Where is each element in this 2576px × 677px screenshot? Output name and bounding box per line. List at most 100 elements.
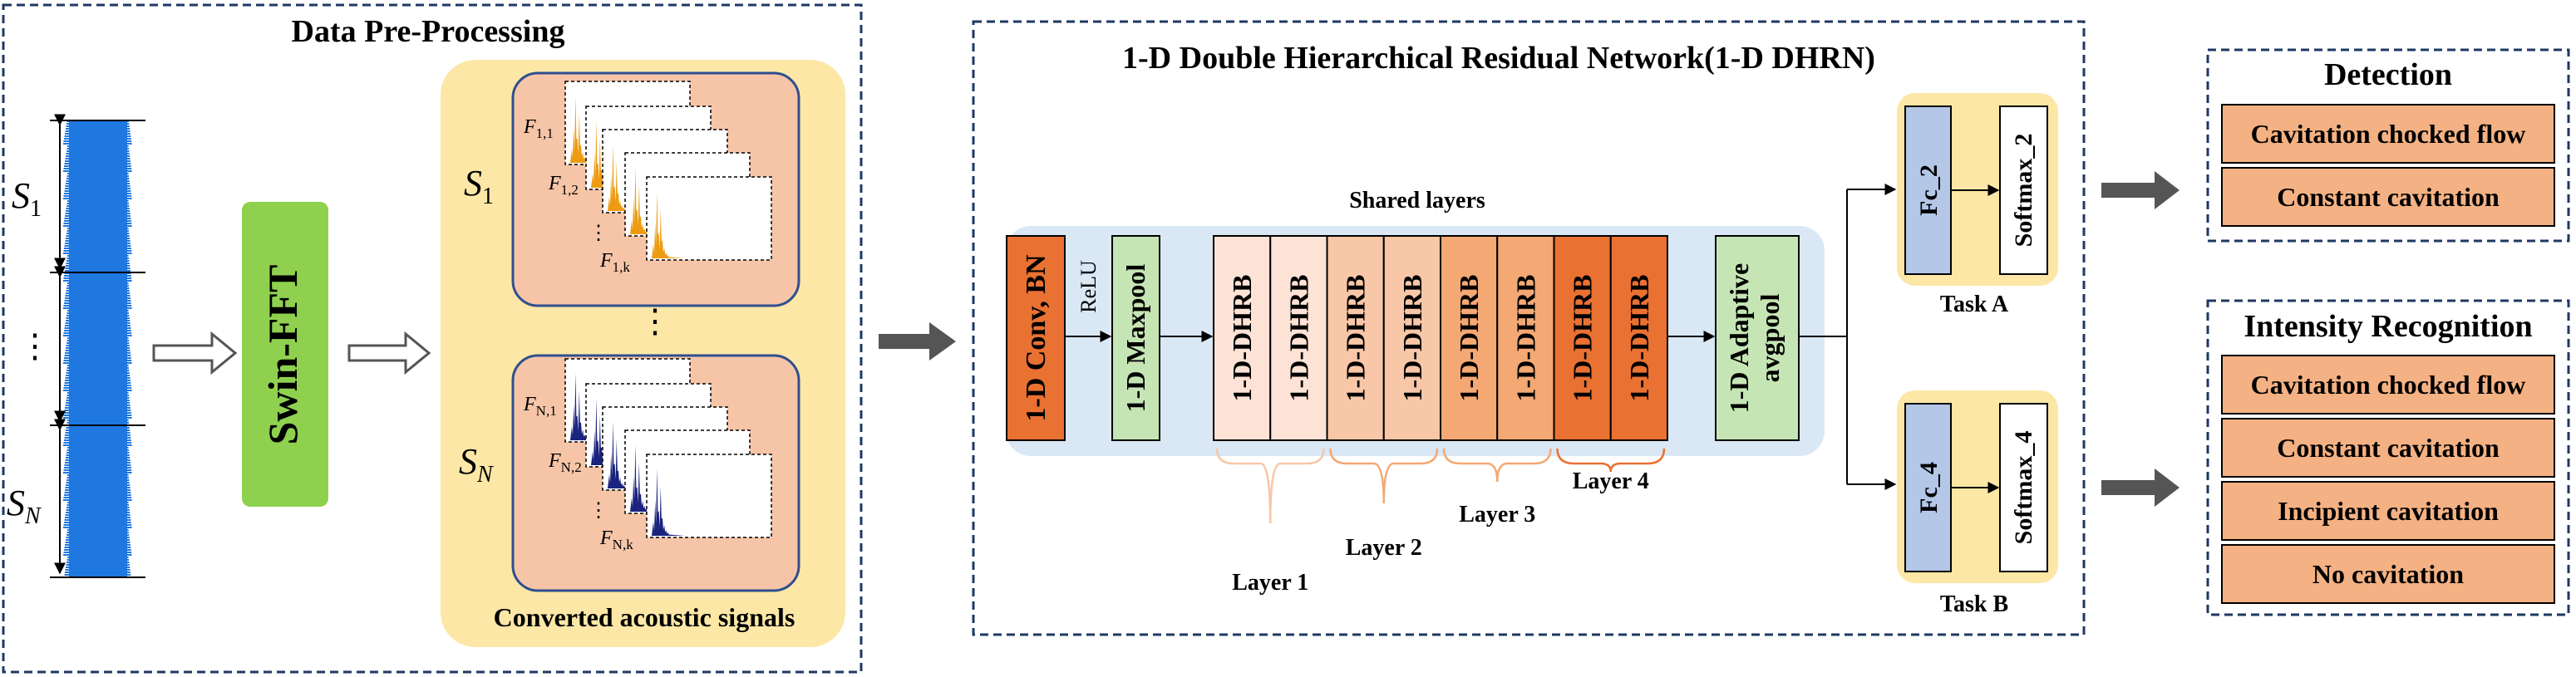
converted-caption: Converted acoustic signals — [494, 602, 795, 632]
task-b-group: Fc_4 Softmax_4 Task B — [1897, 390, 2058, 617]
fc4-block — [1904, 403, 1952, 572]
shared-layers-label: Shared layers — [1349, 188, 1485, 213]
bottom-spectrum — [652, 469, 685, 536]
fc2-label: Fc_2 — [1915, 164, 1943, 216]
raw-signal — [63, 120, 132, 577]
frame-group-top-label: S1 — [464, 163, 494, 209]
output-class-item: No cavitation — [2221, 544, 2555, 604]
top-spectrum — [591, 120, 624, 188]
adaptive-avgpool-block: 1-D Adaptive avgpool — [1715, 235, 1800, 441]
bottom-spectrum — [608, 421, 641, 488]
dhrb-label: 1-D-DHRB — [1397, 275, 1427, 402]
dhrb-block: 1-D-DHRB — [1496, 235, 1555, 441]
dhrb-label: 1-D-DHRB — [1283, 275, 1313, 402]
softmax4-block — [1999, 403, 2048, 572]
bottom-spectrum — [630, 444, 663, 512]
dhrb-block: 1-D-DHRB — [1440, 235, 1499, 441]
spectrum-frames-bottom: FN,1FN,2FN,k ⋮ — [523, 358, 772, 552]
preprocessing-title: Data Pre-Processing — [292, 14, 565, 49]
bottom-frame-label: FN,k — [599, 527, 633, 552]
dhrb-block: 1-D-DHRB — [1553, 235, 1612, 441]
top-frame-label: F1,2 — [548, 173, 579, 198]
fc2-block — [1904, 105, 1952, 275]
top-spectrum — [608, 144, 641, 211]
top-frame-label: F1,k — [599, 250, 630, 275]
segment-ellipsis: ⋮ — [18, 327, 52, 365]
layer-brace — [1329, 448, 1439, 504]
bottom-spectrum — [591, 398, 624, 465]
task-b-caption: Task B — [1940, 591, 2008, 617]
segment-label-first: S1 — [12, 175, 42, 222]
top-frame — [646, 176, 772, 261]
bottom-frame-label: FN,2 — [548, 450, 582, 475]
layer-label: Layer 4 — [1573, 469, 1649, 494]
layer-brace — [1215, 448, 1325, 524]
gray-arrow-to-intensity — [2101, 469, 2180, 507]
gray-arrow-to-detection — [2101, 171, 2180, 209]
dhrb-block: 1-D-DHRB — [1382, 235, 1441, 441]
hollow-arrow-1 — [152, 331, 238, 375]
preprocessing-panel: Data Pre-Processing S1 ⋮ SN Swin-FFT — [2, 3, 863, 674]
task-a-group: Fc_2 Softmax_2 Task A — [1897, 93, 2058, 317]
bottom-frame-label: FN,1 — [523, 394, 557, 419]
network-title: 1-D Double Hierarchical Residual Network… — [1122, 41, 1875, 76]
output-class-label: Constant cavitation — [2277, 182, 2500, 212]
dhrb-blocks: 1-D-DHRB 1-D-DHRB 1-D-DHRB 1-D-DHRB 1-D-DHRB… — [1213, 235, 1668, 441]
softmax4-label: Softmax_4 — [2010, 431, 2037, 545]
bottom-frame — [646, 454, 772, 538]
output-class-item: Cavitation chocked flow — [2221, 104, 2555, 164]
maxpool-block: 1-D Maxpool — [1111, 235, 1160, 441]
bottom-spectrum — [570, 373, 603, 440]
layer-label: Layer 3 — [1459, 502, 1535, 527]
output-class-label: Cavitation chocked flow — [2251, 119, 2526, 149]
detection-title: Detection — [2324, 57, 2452, 92]
output-class-item: Incipient cavitation — [2221, 481, 2555, 541]
dhrb-label: 1-D-DHRB — [1624, 275, 1654, 402]
output-class-item: Constant cavitation — [2221, 167, 2555, 227]
adaptive-avgpool-line1: 1-D Adaptive — [1724, 263, 1754, 413]
segment-dividers — [50, 120, 145, 578]
intensity-panel: Intensity Recognition Cavitation chocked… — [2206, 299, 2570, 616]
output-class-item: Cavitation chocked flow — [2221, 355, 2555, 415]
layer-label: Layer 1 — [1232, 570, 1308, 596]
frame-group-ellipsis: ⋮ — [638, 302, 672, 340]
task-branch-lines — [1799, 184, 1897, 490]
output-class-label: Constant cavitation — [2277, 433, 2500, 463]
output-class-label: Cavitation chocked flow — [2251, 370, 2526, 400]
dhrb-label: 1-D-DHRB — [1227, 275, 1257, 402]
bottom-frame-ellipsis: ⋮ — [589, 500, 608, 522]
dhrb-block: 1-D-DHRB — [1213, 235, 1272, 441]
gray-arrow-preproc-to-network — [879, 322, 956, 361]
softmax2-label: Softmax_2 — [2010, 134, 2037, 248]
spectrum-frames-top: F1,1F1,2F1,k⋮ — [523, 81, 772, 275]
dhrb-label: 1-D-DHRB — [1341, 275, 1371, 402]
layer-brace — [1442, 448, 1552, 483]
adaptive-avgpool-line2: avgpool — [1755, 294, 1785, 383]
swin-fft-block: Swin-FFT — [242, 202, 328, 507]
frame-group-bottom-label: SN — [459, 441, 494, 488]
top-frame-ellipsis: ⋮ — [589, 223, 608, 244]
segment-label-last: SN — [7, 483, 42, 529]
top-spectrum — [570, 96, 603, 163]
top-spectrum — [652, 191, 685, 258]
relu-label: ReLU — [1076, 260, 1101, 313]
output-class-label: No cavitation — [2312, 559, 2464, 589]
dhrb-block: 1-D-DHRB — [1326, 235, 1385, 441]
conv-bn-label: 1-D Conv, BN — [1021, 254, 1052, 422]
maxpool-label: 1-D Maxpool — [1121, 264, 1150, 413]
dhrb-label: 1-D-DHRB — [1568, 275, 1598, 402]
conv-bn-block: 1-D Conv, BN — [1006, 235, 1066, 441]
network-panel: 1-D Double Hierarchical Residual Network… — [972, 20, 2086, 636]
top-spectrum — [630, 167, 663, 234]
hollow-arrow-2 — [347, 331, 431, 375]
intensity-title: Intensity Recognition — [2244, 309, 2532, 344]
fc4-label: Fc_4 — [1915, 462, 1943, 513]
softmax2-block — [1999, 105, 2048, 275]
dhrb-block: 1-D-DHRB — [1269, 235, 1328, 441]
layer-brace — [1556, 448, 1666, 473]
converted-signals-group: S1 F1,1F1,2F1,k⋮ ⋮ SN FN,1FN,2FN,k⋮ Conv… — [441, 60, 845, 647]
task-a-caption: Task A — [1940, 292, 2009, 317]
dhrb-label: 1-D-DHRB — [1454, 275, 1484, 402]
